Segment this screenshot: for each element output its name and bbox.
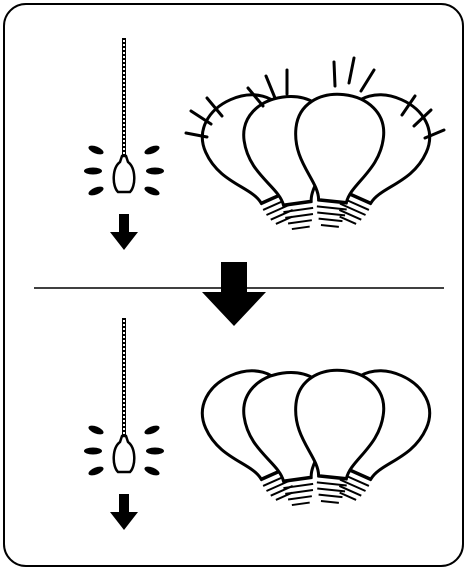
transition-arrow-icon — [202, 262, 266, 326]
down-arrow-icon — [110, 494, 138, 530]
bottom-panel — [84, 318, 442, 530]
bulb-cluster-lit — [186, 58, 444, 238]
top-panel — [84, 38, 444, 250]
bulb-cluster-unlit — [190, 358, 442, 514]
pull-chain-icon — [84, 38, 164, 197]
down-arrow-icon — [110, 214, 138, 250]
pull-chain-icon — [84, 318, 164, 477]
